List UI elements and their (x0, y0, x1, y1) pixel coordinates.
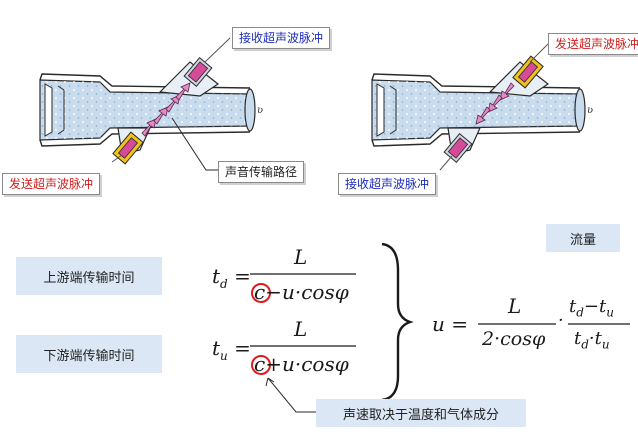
speed-of-sound-down: c (254, 352, 266, 376)
downstream-time-label: 下游端传输时间 (16, 335, 162, 373)
left-receive-label: 接收超声波脉冲 (232, 27, 331, 49)
right-receive-label: 接收超声波脉冲 (338, 173, 437, 195)
flow-frac2-denominator: td·tu (574, 328, 610, 352)
speed-highlight-up (251, 283, 271, 303)
send-leader-right (529, 43, 549, 63)
flow-frac1-denominator: 2·cosφ (482, 328, 546, 350)
flow-dot: · (558, 310, 564, 331)
right-flow-symbol: ʋ (587, 105, 593, 116)
formula-down-denominator: c+u·cosφ (254, 352, 349, 376)
formula-down-lhs: tu = (212, 336, 251, 363)
speed-of-sound-up: c (254, 280, 266, 304)
path-label-leader (171, 117, 218, 171)
formula-up-lhs: td = (212, 264, 251, 291)
left-pipe: ʋ (39, 56, 263, 165)
send-leader-left (111, 154, 123, 163)
left-flow-symbol: ʋ (257, 105, 263, 116)
note-leader (267, 377, 320, 413)
left-send-label: 发送超声波脉冲 (2, 173, 101, 195)
flow-frac2-numerator: td−tu (569, 296, 614, 320)
right-send-label: 发送超声波脉冲 (548, 33, 638, 55)
receive-leader-right (439, 155, 453, 171)
flow-label: 流量 (546, 224, 620, 252)
sound-path-label: 声音传输路径 (218, 161, 305, 183)
flow-formula-lhs: u = (432, 312, 469, 336)
right-pipe: ʋ (371, 55, 593, 164)
formula-up-numerator: L (294, 245, 308, 269)
formula-up-denominator: c−u·cosφ (254, 280, 349, 304)
flow-frac1-numerator: L (508, 294, 522, 318)
speed-highlight-down (251, 355, 271, 375)
upstream-time-label: 上游端传输时间 (16, 257, 162, 295)
receive-leader-left (204, 37, 231, 63)
sound-speed-note: 声速取决于温度和气体成分 (316, 399, 526, 427)
formula-down-numerator: L (294, 317, 308, 341)
brace (381, 242, 414, 402)
